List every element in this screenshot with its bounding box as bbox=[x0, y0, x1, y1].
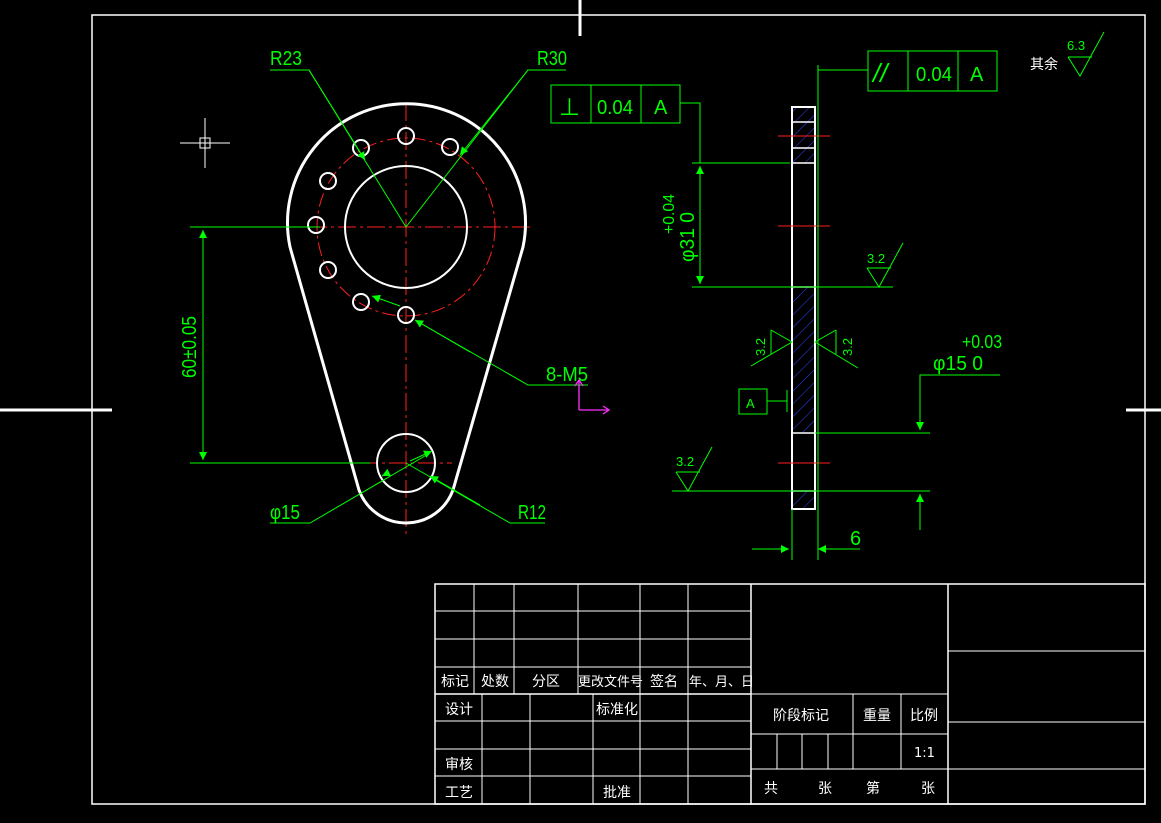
par-datum: A bbox=[970, 64, 984, 86]
tb-weight: 重量 bbox=[863, 708, 891, 724]
dim-center-distance: 60±0.05 bbox=[179, 316, 201, 378]
bolt-hole bbox=[397, 306, 415, 324]
dim-r23: R23 bbox=[270, 48, 302, 70]
front-view: R23 R30 8-M5 φ15 R12 60±0.05 bbox=[179, 48, 611, 537]
roughness-bottom-icon bbox=[675, 446, 713, 492]
perp-tolerance: 0.04 bbox=[597, 97, 633, 119]
tb-scale-value: 1:1 bbox=[914, 746, 935, 761]
hole-tolerance: +0.03 bbox=[962, 332, 1002, 352]
part-outline bbox=[286, 102, 527, 525]
tb-header-sign: 签名 bbox=[650, 673, 678, 690]
thickness-dimension: 6 bbox=[850, 528, 861, 550]
tb-total: 共 bbox=[764, 781, 778, 797]
perp-datum: A bbox=[654, 97, 668, 119]
par-tolerance: 0.04 bbox=[916, 64, 952, 86]
side-outline bbox=[791, 106, 816, 510]
datum-box bbox=[738, 388, 768, 415]
small-bore-circle bbox=[376, 433, 436, 493]
side-view: ⊥ 0.04 A // 0.04 A 6.3 3.2 3.2 3.2 3.2 φ… bbox=[550, 31, 1105, 560]
hatch-upper bbox=[792, 107, 815, 163]
bore-tolerance: +0.04 bbox=[661, 194, 678, 234]
tb-review: 审核 bbox=[445, 757, 473, 773]
tb-standardization: 标准化 bbox=[596, 702, 638, 718]
hole-dimension: φ15 0 bbox=[933, 353, 983, 375]
dim-phi15: φ15 bbox=[270, 502, 300, 524]
tb-sheets-1: 张 bbox=[818, 781, 832, 797]
tb-header-count: 处数 bbox=[481, 674, 509, 690]
par-symbol: // bbox=[871, 58, 890, 88]
right-roughness-value: 3.2 bbox=[840, 338, 855, 356]
tb-header-mark: 标记 bbox=[441, 674, 469, 690]
bolt-holes bbox=[307, 127, 459, 324]
bolt-hole bbox=[319, 172, 337, 190]
ucs-icon bbox=[574, 378, 611, 415]
tb-header-date: 年、月、日 bbox=[689, 675, 754, 690]
tb-ratio: 比例 bbox=[910, 708, 938, 724]
roughness-left-icon bbox=[750, 329, 793, 367]
rest-roughness-value: 6.3 bbox=[1067, 38, 1085, 53]
r30-leader bbox=[405, 69, 566, 228]
roughness-rest-icon bbox=[1067, 31, 1105, 77]
tb-design: 设计 bbox=[445, 702, 473, 718]
perpendicularity-frame bbox=[550, 84, 681, 124]
bolt-hole bbox=[441, 138, 459, 156]
front-centerlines bbox=[280, 103, 530, 537]
dim-r12: R12 bbox=[518, 502, 546, 524]
front-dimensions bbox=[190, 69, 588, 524]
dim-8m5: 8-M5 bbox=[546, 364, 588, 386]
tb-approve: 批准 bbox=[603, 785, 631, 801]
title-block bbox=[434, 583, 1146, 805]
dim-r30: R30 bbox=[537, 48, 567, 70]
left-roughness-value: 3.2 bbox=[753, 338, 768, 356]
roughness-right-icon bbox=[814, 329, 859, 369]
tb-sheet-no: 第 bbox=[866, 780, 880, 797]
roughness-bore-icon bbox=[866, 242, 904, 288]
tb-process: 工艺 bbox=[445, 785, 473, 801]
hatch-lower bbox=[792, 491, 815, 509]
perp-symbol: ⊥ bbox=[559, 94, 580, 121]
bore-roughness-value: 3.2 bbox=[867, 251, 885, 266]
bore-circle bbox=[344, 165, 468, 289]
parallelism-frame bbox=[867, 50, 998, 92]
bottom-roughness-value: 3.2 bbox=[676, 454, 694, 469]
bolt-hole bbox=[352, 293, 370, 311]
tb-sheets-2: 张 bbox=[921, 781, 935, 797]
roughness-symbols bbox=[675, 31, 1105, 492]
bolt-hole bbox=[319, 261, 337, 279]
bolt-hole bbox=[397, 127, 415, 145]
hatch-middle bbox=[792, 287, 815, 433]
datum-letter: A bbox=[746, 396, 755, 411]
bore-dimension: φ31 0 bbox=[677, 212, 699, 262]
tb-header-change-doc: 更改文件号 bbox=[578, 675, 643, 690]
tb-header-zone: 分区 bbox=[532, 674, 560, 690]
tb-stage-mark: 阶段标记 bbox=[773, 708, 829, 724]
bolt-hole bbox=[307, 216, 325, 234]
rest-roughness-label: 其余 bbox=[1030, 56, 1058, 73]
cad-cursor-icon[interactable] bbox=[180, 118, 230, 168]
